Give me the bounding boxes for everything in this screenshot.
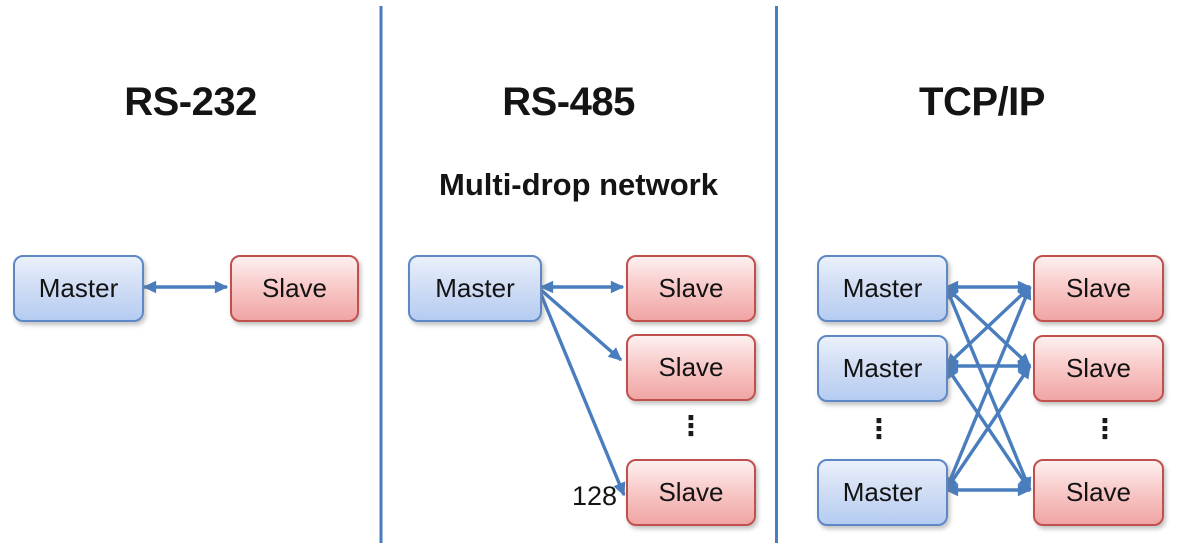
rs232-master-node: Master [13,255,144,322]
tcpip-masters-ellipsis: ⋮ [865,413,893,445]
rs485-slave128-label: Slave [658,477,724,507]
tcpip-link-m3-s2 [944,364,1032,492]
tcpip-slave3-node: Slave [1033,459,1164,526]
rs485-title: RS-485 [502,80,635,124]
rs485-slave1-label: Slave [658,273,724,303]
tcpip-slave2-label: Slave [1065,353,1132,383]
rs232-master-label: Master [38,273,119,303]
tcpip-slave2-node: Slave [1033,335,1164,402]
rs485-slave128-node: Slave [626,459,756,526]
tcpip-master1-label: Master [842,273,923,303]
rs232-slave-node: Slave [230,255,359,322]
rs232-slave-label: Slave [261,273,328,303]
tcpip-master2-label: Master [842,353,923,383]
rs485-link-slave2 [539,288,623,362]
rs485-slave1-node: Slave [626,255,756,322]
tcpip-slaves-ellipsis: ⋮ [1091,413,1119,445]
rs485-subtitle: Multi-drop network [439,167,718,202]
tcpip-master2-node: Master [817,335,948,402]
tcpip-link-m3-s1 [944,285,1032,492]
rs485-master-label: Master [435,273,515,303]
rs485-slave2-node: Slave [626,334,756,401]
tcpip-master3-label: Master [842,477,923,507]
tcpip-title: TCP/IP [919,80,1045,124]
tcpip-slave1-label: Slave [1065,273,1132,303]
rs485-slaves-ellipsis: ⋮ [677,410,705,442]
rs485-max-devices-label: 128 [571,481,617,511]
tcpip-master1-node: Master [817,255,948,322]
tcpip-link-m2-s1 [944,285,1032,368]
tcpip-slave3-label: Slave [1065,477,1132,507]
rs485-slave2-label: Slave [658,352,724,382]
tcpip-slave1-node: Slave [1033,255,1164,322]
tcpip-link-m1-s3 [944,285,1032,492]
tcpip-link-m1-s2 [944,285,1032,368]
rs485-link-slave128 [538,291,626,497]
tcpip-master3-node: Master [817,459,948,526]
rs232-title: RS-232 [124,80,257,124]
rs485-master-node: Master [408,255,542,322]
tcpip-link-m2-s3 [944,364,1032,492]
